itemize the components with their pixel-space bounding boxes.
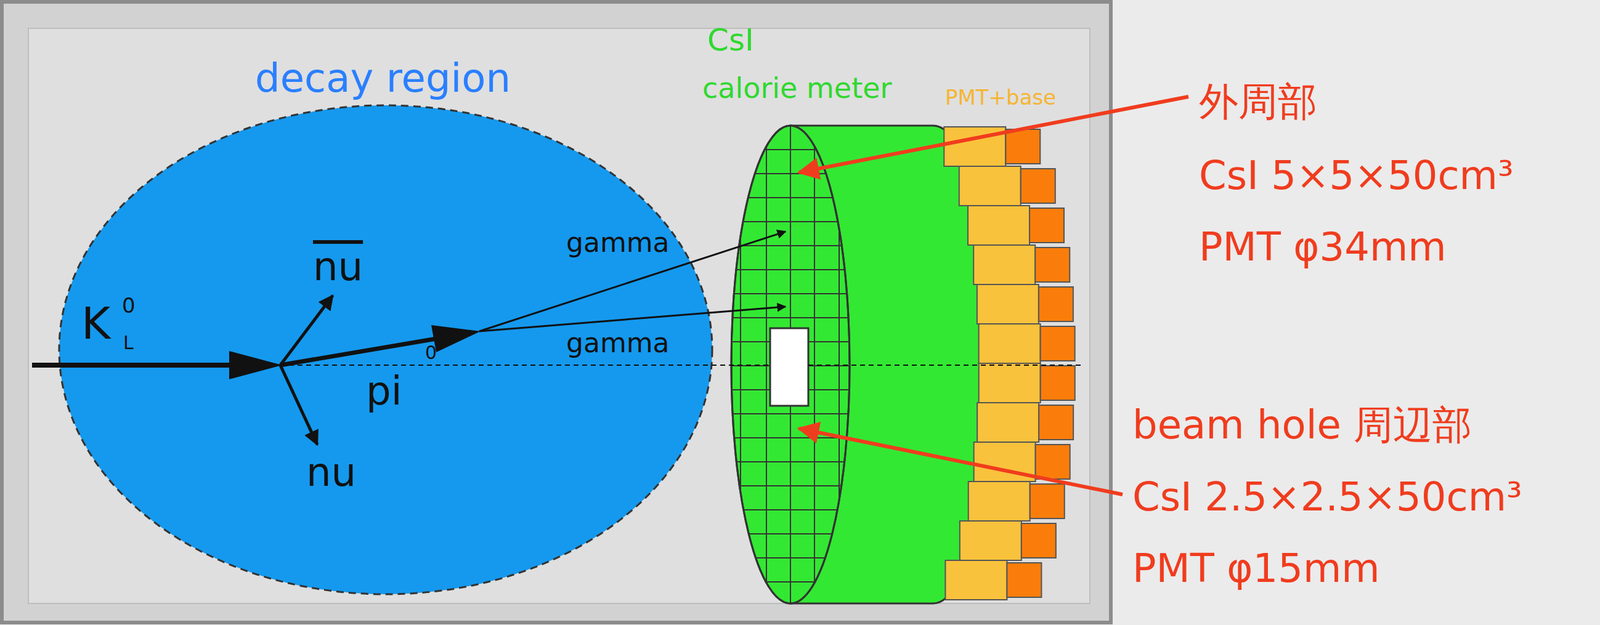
- detector-title: calorie meter: [702, 72, 892, 105]
- superscript: 0: [121, 294, 136, 318]
- pmt-base: [967, 205, 1030, 246]
- particle-symbol: pi: [365, 369, 402, 413]
- grid-line: [726, 173, 857, 175]
- particle-symbol: K: [81, 299, 111, 349]
- grid-line: [726, 485, 857, 487]
- kaon-arrowhead: [229, 351, 283, 380]
- pmt-tube: [1029, 208, 1064, 243]
- pion-track: [280, 337, 444, 366]
- pmt-base: [977, 284, 1039, 325]
- grid-line: [726, 293, 857, 295]
- pmt-tube: [1021, 523, 1056, 559]
- pmt-base: [959, 521, 1022, 561]
- detector-title: CsI: [707, 23, 755, 58]
- beam-axis: [280, 364, 771, 366]
- beam-hole: [770, 328, 809, 407]
- particle-label: gamma: [566, 227, 670, 258]
- pmt-tube: [1035, 444, 1071, 480]
- grid-line: [726, 533, 857, 535]
- grid-line: [726, 269, 857, 271]
- grid-line: [726, 413, 857, 415]
- pmt-base: [945, 560, 1007, 601]
- subscript: L: [123, 332, 134, 354]
- pmt-tube: [1038, 287, 1074, 322]
- superscript: 0: [425, 342, 437, 363]
- neutrino-track: [280, 365, 318, 445]
- dimension-note: PMT φ15mm: [1132, 547, 1381, 591]
- slide-frame: [1, 1, 1111, 623]
- pmt-tube: [1035, 247, 1070, 283]
- callout-heading: 外周部: [1198, 80, 1318, 124]
- pmt-tube: [1005, 129, 1040, 164]
- pmt-base: [978, 324, 1041, 364]
- antineutrino-track: [280, 295, 333, 366]
- grid-line: [726, 461, 857, 463]
- pmt-base: [968, 481, 1031, 522]
- particle-symbol: nu: [306, 450, 357, 495]
- grid-line: [726, 149, 857, 151]
- pmt-base: [977, 402, 1039, 443]
- pmt-title: PMT+base: [945, 86, 1056, 110]
- kaon-track: [32, 362, 247, 368]
- gamma-track: [479, 306, 786, 332]
- callout-heading: beam hole 周辺部: [1132, 403, 1472, 447]
- grid-line: [726, 581, 857, 583]
- region-title: decay region: [255, 56, 511, 100]
- pmt-array: [943, 126, 1075, 601]
- grid-line: [726, 245, 857, 247]
- particle-label: gamma: [566, 328, 670, 358]
- grid-line: [726, 557, 857, 559]
- dimension-note: CsI 2.5×2.5×50cm³: [1132, 475, 1523, 519]
- pmt-tube: [1020, 168, 1056, 204]
- pmt-base: [959, 166, 1021, 206]
- leader-line: [799, 428, 1123, 495]
- pmt-tube: [1038, 405, 1074, 440]
- grid-line: [726, 317, 857, 319]
- pmt-tube: [1040, 326, 1076, 362]
- particle-symbol: nu: [312, 245, 363, 289]
- pmt-tube: [1006, 563, 1042, 598]
- dimension-note: PMT φ34mm: [1198, 225, 1447, 269]
- decay-region-ellipse: [59, 105, 713, 595]
- pmt-tube: [1040, 365, 1076, 401]
- pmt-base: [978, 363, 1041, 403]
- dimension-note: CsI 5×5×50cm³: [1198, 154, 1514, 198]
- pion-arrowhead: [431, 325, 481, 353]
- beam-axis: [808, 364, 1085, 366]
- grid-line: [726, 197, 857, 199]
- pmt-tube: [1030, 484, 1065, 519]
- pmt-base: [973, 245, 1036, 285]
- panel: [28, 28, 1090, 604]
